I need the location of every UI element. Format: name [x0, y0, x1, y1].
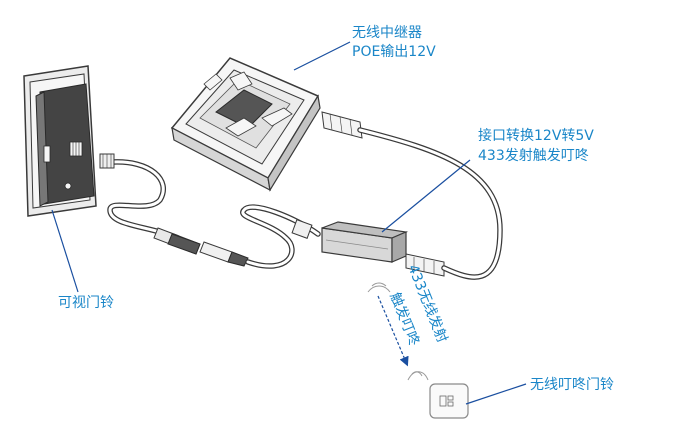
converter-input-plug	[291, 219, 313, 239]
aviation-connector	[153, 227, 249, 267]
rj45-plug-lower	[405, 253, 445, 277]
network-cable-inner	[358, 128, 502, 279]
signal-arcs-top	[367, 282, 391, 293]
leader-converter	[381, 159, 471, 233]
leader-video-doorbell	[51, 209, 79, 293]
wireless-arrow	[377, 295, 409, 367]
label-repeater-line1: 无线中继器	[352, 25, 422, 41]
label-converter-line1: 接口转换12V转5V	[478, 128, 594, 144]
wireless-repeater-device	[170, 57, 321, 192]
rj45-plug-upper	[321, 111, 363, 139]
converter-input-cable-inner	[241, 205, 320, 268]
label-converter-line2: 433发射触发叮咚	[478, 148, 589, 164]
leader-chime	[465, 383, 527, 405]
video-doorbell-device	[23, 65, 97, 217]
label-chime: 无线叮咚门铃	[530, 377, 614, 393]
doorbell-cable-inner	[108, 160, 180, 240]
doorbell-plug-connector	[99, 153, 115, 169]
converter-box	[321, 221, 409, 263]
leader-repeater	[293, 41, 351, 71]
label-repeater-line2: POE输出12V	[352, 44, 436, 60]
wireless-chime-device	[429, 383, 469, 419]
signal-arcs-bottom	[407, 371, 429, 381]
label-video-doorbell: 可视门铃	[58, 295, 114, 311]
